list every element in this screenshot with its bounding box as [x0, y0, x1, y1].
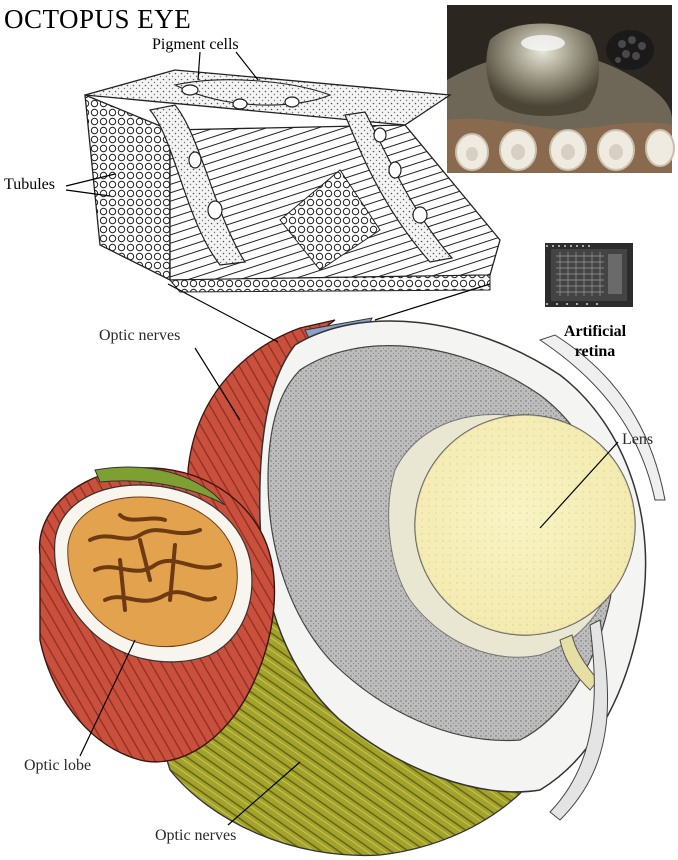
label-artificial-retina: Artificial retina [555, 322, 635, 362]
artificial-retina-chip [545, 243, 633, 307]
label-optic-nerves-upper: Optic nerves [99, 327, 181, 344]
diagram-title: OCTOPUS EYE [4, 4, 192, 34]
label-tubules: Tubules [4, 176, 55, 193]
label-pigment-cells: Pigment cells [152, 36, 239, 53]
octopus-photo [447, 5, 675, 173]
label-artificial-retina-line2: retina [574, 343, 616, 360]
leader-lines [65, 51, 619, 826]
label-optic-lobe: Optic lobe [24, 757, 92, 774]
optic-lobe [38, 466, 276, 763]
label-lens: Lens [622, 431, 654, 448]
retina-block [84, 69, 501, 293]
label-optic-nerves-lower: Optic nerves [155, 827, 237, 844]
label-artificial-retina-line1: Artificial [563, 323, 627, 340]
